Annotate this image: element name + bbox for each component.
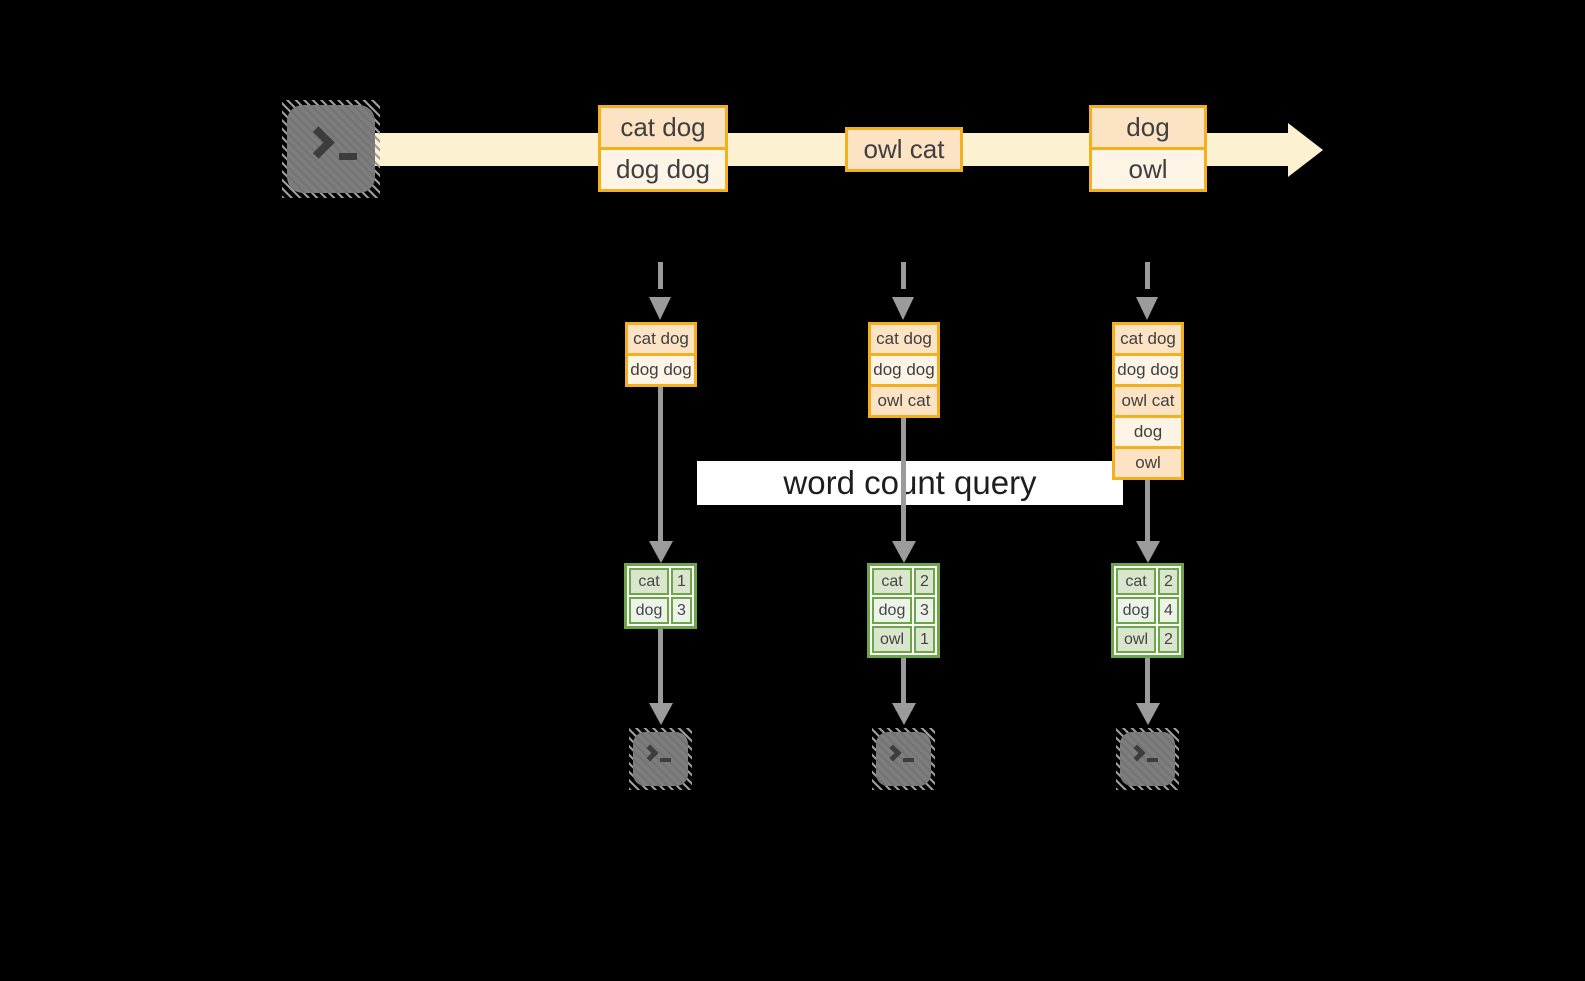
word-cell: owl (872, 626, 912, 653)
stream-record: dog (1092, 108, 1204, 147)
dashed-arrow-line (901, 262, 906, 289)
count-cell: 3 (671, 597, 692, 624)
stream-batch: owl cat (845, 127, 963, 172)
flow-arrowhead-icon (892, 541, 916, 563)
stack-record: owl cat (871, 387, 937, 415)
count-cell: 1 (671, 568, 692, 595)
flow-arrow-line (658, 387, 663, 545)
word-cell: cat (1116, 568, 1156, 595)
dashed-arrowhead-icon (892, 297, 914, 320)
prompt-underscore-icon (660, 758, 671, 762)
word-cell: owl (1116, 626, 1156, 653)
record-stack: cat dog dog dog owl cat (868, 322, 940, 418)
count-cell: 2 (1158, 568, 1179, 595)
output-terminal-icon (1116, 728, 1179, 790)
table-row: owl 2 (1116, 626, 1179, 653)
table-row: owl 1 (872, 626, 935, 653)
dashed-arrow-line (1145, 262, 1150, 289)
dashed-arrow-line (658, 262, 663, 289)
count-cell: 1 (914, 626, 935, 653)
stack-record: owl cat (1115, 387, 1181, 415)
count-cell: 3 (914, 597, 935, 624)
flow-arrowhead-icon (1136, 541, 1160, 563)
stack-record: cat dog (628, 325, 694, 353)
stack-record: dog (1115, 418, 1181, 446)
count-cell: 2 (914, 568, 935, 595)
flow-arrow-line (901, 418, 906, 545)
table-row: cat 2 (872, 568, 935, 595)
record-stack: cat dog dog dog owl cat dog owl (1112, 322, 1184, 480)
output-terminal-icon (629, 728, 692, 790)
stream-record: owl (1092, 150, 1204, 189)
flow-arrowhead-icon (892, 703, 916, 725)
prompt-underscore-icon (903, 758, 914, 762)
dashed-arrowhead-icon (1136, 297, 1158, 320)
terminal-body (287, 105, 375, 193)
prompt-chevron-icon (641, 744, 659, 762)
stream-arrowhead-icon (1288, 123, 1323, 177)
table-row: cat 2 (1116, 568, 1179, 595)
word-cell: cat (629, 568, 669, 595)
flow-arrow-line (658, 629, 663, 705)
flow-arrowhead-icon (649, 703, 673, 725)
terminal-body (876, 732, 931, 786)
stream-record: dog dog (601, 150, 725, 189)
table-row: cat 1 (629, 568, 692, 595)
flow-arrowhead-icon (1136, 703, 1160, 725)
flow-arrow-line (1145, 658, 1150, 705)
table-row: dog 3 (629, 597, 692, 624)
dashed-arrowhead-icon (649, 297, 671, 320)
stream-batch: dog owl (1089, 105, 1207, 192)
word-cell: cat (872, 568, 912, 595)
stack-record: dog dog (1115, 356, 1181, 384)
stream-record: cat dog (601, 108, 725, 147)
query-banner-label: word count query (783, 464, 1037, 501)
prompt-chevron-icon (884, 744, 902, 762)
stack-record: owl (1115, 449, 1181, 477)
output-terminal-icon (872, 728, 935, 790)
flow-arrow-line (901, 658, 906, 705)
stack-record: cat dog (1115, 325, 1181, 353)
prompt-chevron-icon (1128, 744, 1146, 762)
source-terminal-icon (282, 100, 380, 198)
query-banner: word count query (697, 461, 1123, 505)
word-count-table: cat 2 dog 3 owl 1 (867, 563, 940, 658)
table-row: dog 4 (1116, 597, 1179, 624)
table-row: dog 3 (872, 597, 935, 624)
stack-record: dog dog (628, 356, 694, 384)
word-count-table: cat 1 dog 3 (624, 563, 697, 629)
stream-record: owl cat (848, 130, 960, 169)
stack-record: dog dog (871, 356, 937, 384)
prompt-chevron-icon (302, 126, 335, 159)
stack-record: cat dog (871, 325, 937, 353)
terminal-body (1120, 732, 1175, 786)
prompt-underscore-icon (339, 153, 357, 160)
word-cell: dog (872, 597, 912, 624)
terminal-body (633, 732, 688, 786)
record-stack: cat dog dog dog (625, 322, 697, 387)
flow-arrow-line (1145, 480, 1150, 545)
word-count-table: cat 2 dog 4 owl 2 (1111, 563, 1184, 658)
stream-batch: cat dog dog dog (598, 105, 728, 192)
count-cell: 2 (1158, 626, 1179, 653)
word-cell: dog (1116, 597, 1156, 624)
prompt-underscore-icon (1147, 758, 1158, 762)
word-cell: dog (629, 597, 669, 624)
flow-arrowhead-icon (649, 541, 673, 563)
count-cell: 4 (1158, 597, 1179, 624)
